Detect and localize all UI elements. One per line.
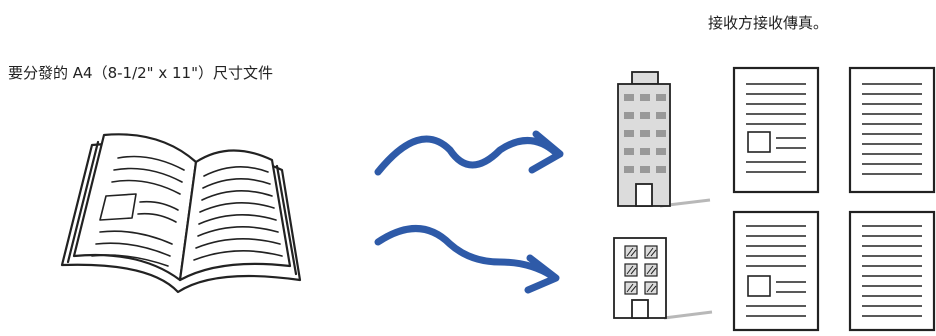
recipient-label: 接收方接收傳真。 [708,14,829,32]
curved-arrow-icon [374,130,564,176]
curved-arrow-icon [374,225,560,294]
fax-page-icon [848,66,936,194]
office-tower-icon [617,71,711,208]
fax-page-icon [732,210,820,332]
fax-page-icon [848,210,936,332]
source-document-label: 要分發的 A4（8-1/2" x 11"）尺寸文件 [8,64,273,82]
small-building-icon [613,237,713,320]
fax-page-icon [732,66,820,194]
open-book-icon [60,133,302,294]
